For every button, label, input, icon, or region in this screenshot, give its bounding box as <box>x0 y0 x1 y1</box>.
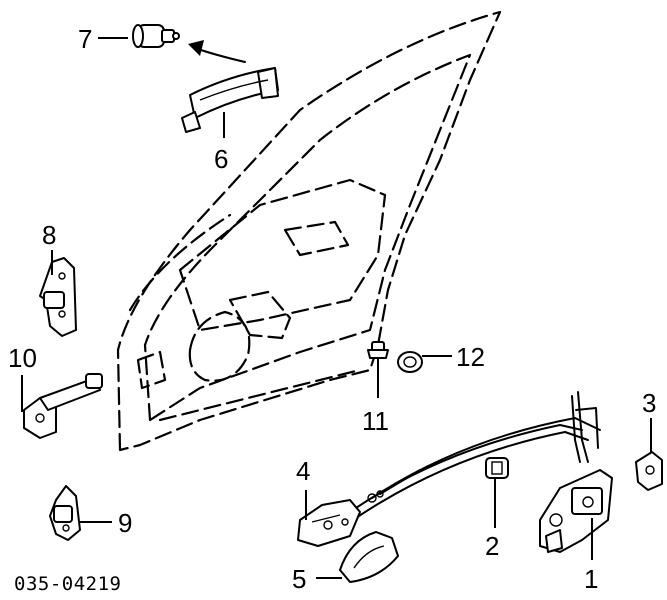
lower-hinge-part <box>49 485 81 541</box>
outside-handle-part <box>181 67 279 133</box>
callout-3: 3 <box>642 388 656 418</box>
callout-7: 7 <box>78 24 92 54</box>
callout-5: 5 <box>292 564 306 594</box>
inside-handle-mechanism-part <box>297 499 361 547</box>
door-check-part <box>23 373 103 439</box>
door-latch-part <box>539 469 613 553</box>
door-panel-outline <box>116 10 502 452</box>
lock-cables <box>349 391 601 519</box>
arrow-icon <box>188 40 246 63</box>
callout-4: 4 <box>296 456 310 486</box>
callout-6: 6 <box>214 144 228 174</box>
callout-9: 9 <box>118 508 132 538</box>
diagram-code: 035-04219 <box>14 573 121 595</box>
callout-1: 1 <box>584 564 598 594</box>
callout-12: 12 <box>456 342 485 372</box>
upper-hinge-part <box>39 257 77 337</box>
key-cylinder-part <box>132 24 180 48</box>
callout-10: 10 <box>8 343 37 373</box>
callout-8: 8 <box>42 220 56 250</box>
bracket-part <box>485 457 509 479</box>
striker-part <box>635 451 663 491</box>
inside-handle-part <box>339 531 399 583</box>
clip-part <box>367 341 389 398</box>
grommet-part <box>397 351 423 373</box>
callout-2: 2 <box>485 531 499 561</box>
callout-11: 11 <box>362 406 389 436</box>
